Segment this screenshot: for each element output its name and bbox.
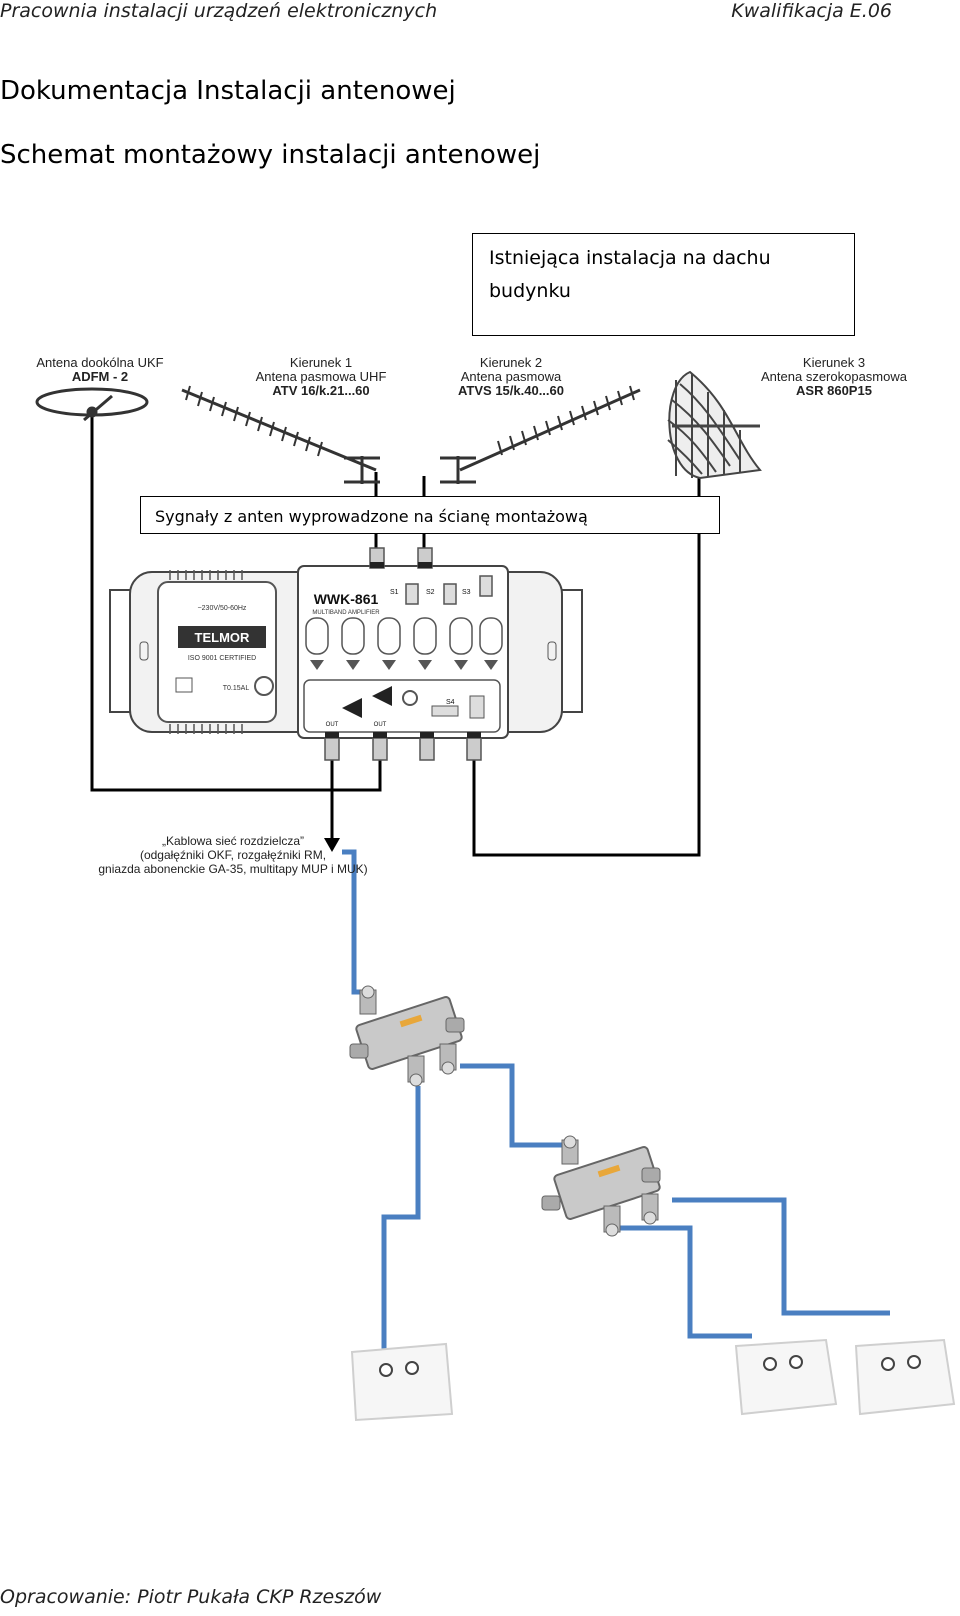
distribution-note-line1: „Kablowa sieć rozdzielcza” — [161, 834, 305, 848]
amp-cert: ISO 9001 CERTIFIED — [188, 655, 256, 662]
antenna-k2-direction: Kierunek 2 — [479, 355, 543, 370]
roof-installation-callout: Istniejąca instalacja na dachu budynku — [472, 233, 855, 336]
amp-switch-s4: S4 — [446, 699, 455, 706]
antenna-k1-label: Kierunek 1 Antena pasmowa UHF ATV 16/k.2… — [236, 356, 406, 398]
antenna-k2-type: Antena pasmowa — [460, 369, 562, 384]
antenna-k3-type: Antena szerokopasmowa — [761, 369, 907, 384]
section-title: Schemat montażowy instalacji antenowej — [0, 140, 541, 170]
antenna-k2-model: ATVS 15/k.40...60 — [458, 383, 564, 398]
antenna-k2-yagi-icon — [440, 385, 641, 484]
antenna-ukf-label: Antena dookólna UKF ADFM - 2 — [20, 356, 180, 384]
distribution-cables — [342, 849, 890, 1352]
output-arrow — [324, 838, 340, 852]
antenna-k1-type: Antena pasmowa UHF — [255, 369, 387, 384]
antenna-k2-label: Kierunek 2 Antena pasmowa ATVS 15/k.40..… — [436, 356, 586, 398]
antenna-ukf-type: Antena dookólna UKF — [36, 355, 164, 370]
amp-switch-s1: S1 — [390, 589, 399, 596]
amp-fuse: T0.15AL — [223, 685, 250, 692]
cable-socket-3 — [672, 1197, 890, 1316]
amp-switch-s3: S3 — [462, 589, 471, 596]
cable-splitter-link — [460, 1063, 570, 1148]
distribution-network-note: „Kablowa sieć rozdzielcza” (odgałęźniki … — [88, 834, 378, 876]
antenna-k3-grid-icon — [667, 370, 762, 480]
splitter-1-icon — [349, 985, 465, 1087]
antenna-k1-direction: Kierunek 1 — [289, 355, 353, 370]
wire-ukf — [90, 412, 382, 792]
wall-socket-1-icon — [350, 1342, 454, 1422]
antenna-k1-model: ATV 16/k.21...60 — [272, 383, 370, 398]
doc-title: Dokumentacja Instalacji antenowej — [0, 76, 456, 106]
wire-k3 — [472, 478, 701, 857]
header-left: Pracownia instalacji urządzeń elektronic… — [0, 0, 438, 22]
splitter-2-icon — [541, 1135, 661, 1237]
distribution-note-line3: gniazda abonenckie GA-35, multitapy MUP … — [98, 862, 368, 876]
wall-signals-callout: Sygnały z anten wyprowadzone na ścianę m… — [140, 496, 720, 534]
footer-author: Opracowanie: Piotr Pukała CKP Rzeszów — [0, 1586, 382, 1608]
antenna-k3-label: Kierunek 3 Antena szerokopasmowa ASR 860… — [744, 356, 924, 398]
cable-socket-2 — [612, 1225, 752, 1339]
wall-socket-3-icon — [854, 1338, 956, 1416]
amp-model: WWK-861 — [314, 591, 379, 607]
antenna-wires — [90, 412, 701, 857]
amp-supply: ~230V/50-60Hz — [198, 605, 247, 612]
antenna-ukf-model: ADFM - 2 — [71, 369, 129, 384]
amp-out-2: OUT — [374, 722, 387, 728]
antenna-ukf-icon — [35, 387, 149, 422]
amplifier-wwk861: TELMOR ~230V/50-60Hz ISO 9001 CERTIFIED … — [109, 547, 583, 761]
cable-socket-1 — [381, 1086, 421, 1352]
antenna-k3-direction: Kierunek 3 — [802, 355, 866, 370]
wall-socket-2-icon — [734, 1338, 838, 1416]
amp-brand: TELMOR — [195, 630, 250, 645]
antenna-k3-model: ASR 860P15 — [796, 383, 872, 398]
antenna-k1-yagi-icon — [181, 385, 380, 484]
distribution-note-line2: (odgałęźniki OKF, rozgałęźniki RM, — [139, 848, 327, 862]
amp-switch-s2: S2 — [426, 589, 435, 596]
amp-subtitle: MULTIBAND AMPLIFIER — [312, 610, 380, 616]
header-right: Kwalifikacja E.06 — [731, 0, 892, 22]
amp-out-1: OUT — [326, 722, 339, 728]
